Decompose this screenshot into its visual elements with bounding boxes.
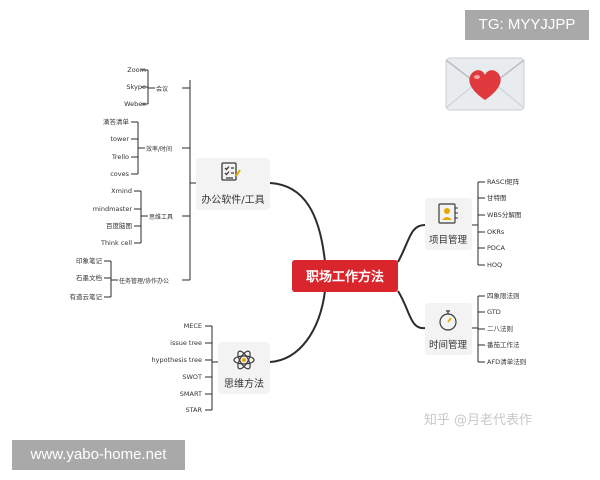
atom-icon (233, 350, 255, 370)
project-connectors (472, 181, 485, 266)
leaf-item: issue tree (170, 339, 202, 347)
connector-project (397, 224, 426, 263)
connector-thinking (269, 290, 326, 363)
group-label: 任务管理/协作办公 (119, 277, 169, 285)
leaf-item: AFD清单法则 (487, 357, 526, 366)
thinking-node (218, 342, 270, 394)
leaf-item: RASCI矩阵 (487, 177, 520, 186)
leaf-item: Think cell (100, 239, 132, 247)
leaf-item: coves (110, 170, 129, 178)
time-connectors (472, 295, 485, 363)
leaf-item: 甘特图 (487, 193, 507, 202)
leaf-item: tower (110, 135, 129, 143)
zhihu-credit: 知乎 @月老代表作 (424, 412, 532, 428)
leaf-item: mindmaster (93, 205, 133, 213)
leaf-item: STAR (185, 406, 202, 414)
checklist-icon (221, 162, 241, 181)
leaf-item: 印象笔记 (76, 256, 103, 265)
leaf-item: 四象限法则 (487, 291, 520, 300)
leaf-item: WBS分解图 (487, 210, 521, 219)
leaf-item: GTD (487, 308, 501, 316)
leaf-item: HOQ (487, 261, 502, 269)
leaf-item: Trello (111, 153, 129, 161)
leaf-item: Webex (124, 100, 146, 108)
time-label: 时间管理 (429, 339, 468, 351)
project-node (425, 198, 472, 250)
leaf-item: 有道云笔记 (70, 292, 103, 301)
leaf-item: Zoom (127, 66, 146, 74)
time-node (425, 303, 472, 355)
watermark-top: TG: MYYJJPP (465, 10, 589, 40)
thinking-label: 思维方法 (224, 377, 264, 390)
office-connectors (104, 69, 196, 298)
envelope-heart-icon (445, 57, 525, 111)
leaf-item: SMART (180, 390, 202, 398)
main-connectors (269, 182, 426, 363)
leaf-item: 百度脑图 (106, 221, 132, 230)
leaf-item: 二八法则 (487, 324, 513, 333)
connector-office (269, 182, 326, 263)
office-label: 办公软件/工具 (201, 193, 264, 206)
leaf-item: 滴答清单 (103, 117, 130, 126)
connector-time (397, 290, 426, 330)
stopwatch-icon (439, 310, 457, 331)
group-label: 思维工具 (149, 213, 173, 221)
watermark-bottom: www.yabo-home.net (12, 440, 185, 470)
leaf-item: 石墨文档 (76, 273, 102, 282)
leaf-item: SWOT (182, 373, 202, 381)
leaf-item: 番茄工作法 (487, 340, 520, 349)
leaf-item: hypothesis tree (152, 356, 202, 364)
office-node (196, 158, 270, 210)
group-label: 效率/时间 (146, 145, 172, 153)
leaf-item: Skype (126, 83, 146, 91)
group-label: 会议 (156, 85, 168, 93)
project-label: 项目管理 (429, 234, 468, 246)
leaf-item: Xmind (111, 187, 132, 195)
center-label: 职场工作方法 (306, 269, 384, 285)
leaf-item: MECE (184, 322, 202, 330)
thinking-connectors (205, 325, 218, 411)
user-card-icon (438, 203, 458, 224)
leaf-item: OKRs (487, 228, 505, 236)
center-node (292, 260, 398, 292)
leaf-item: PDCA (487, 244, 505, 252)
